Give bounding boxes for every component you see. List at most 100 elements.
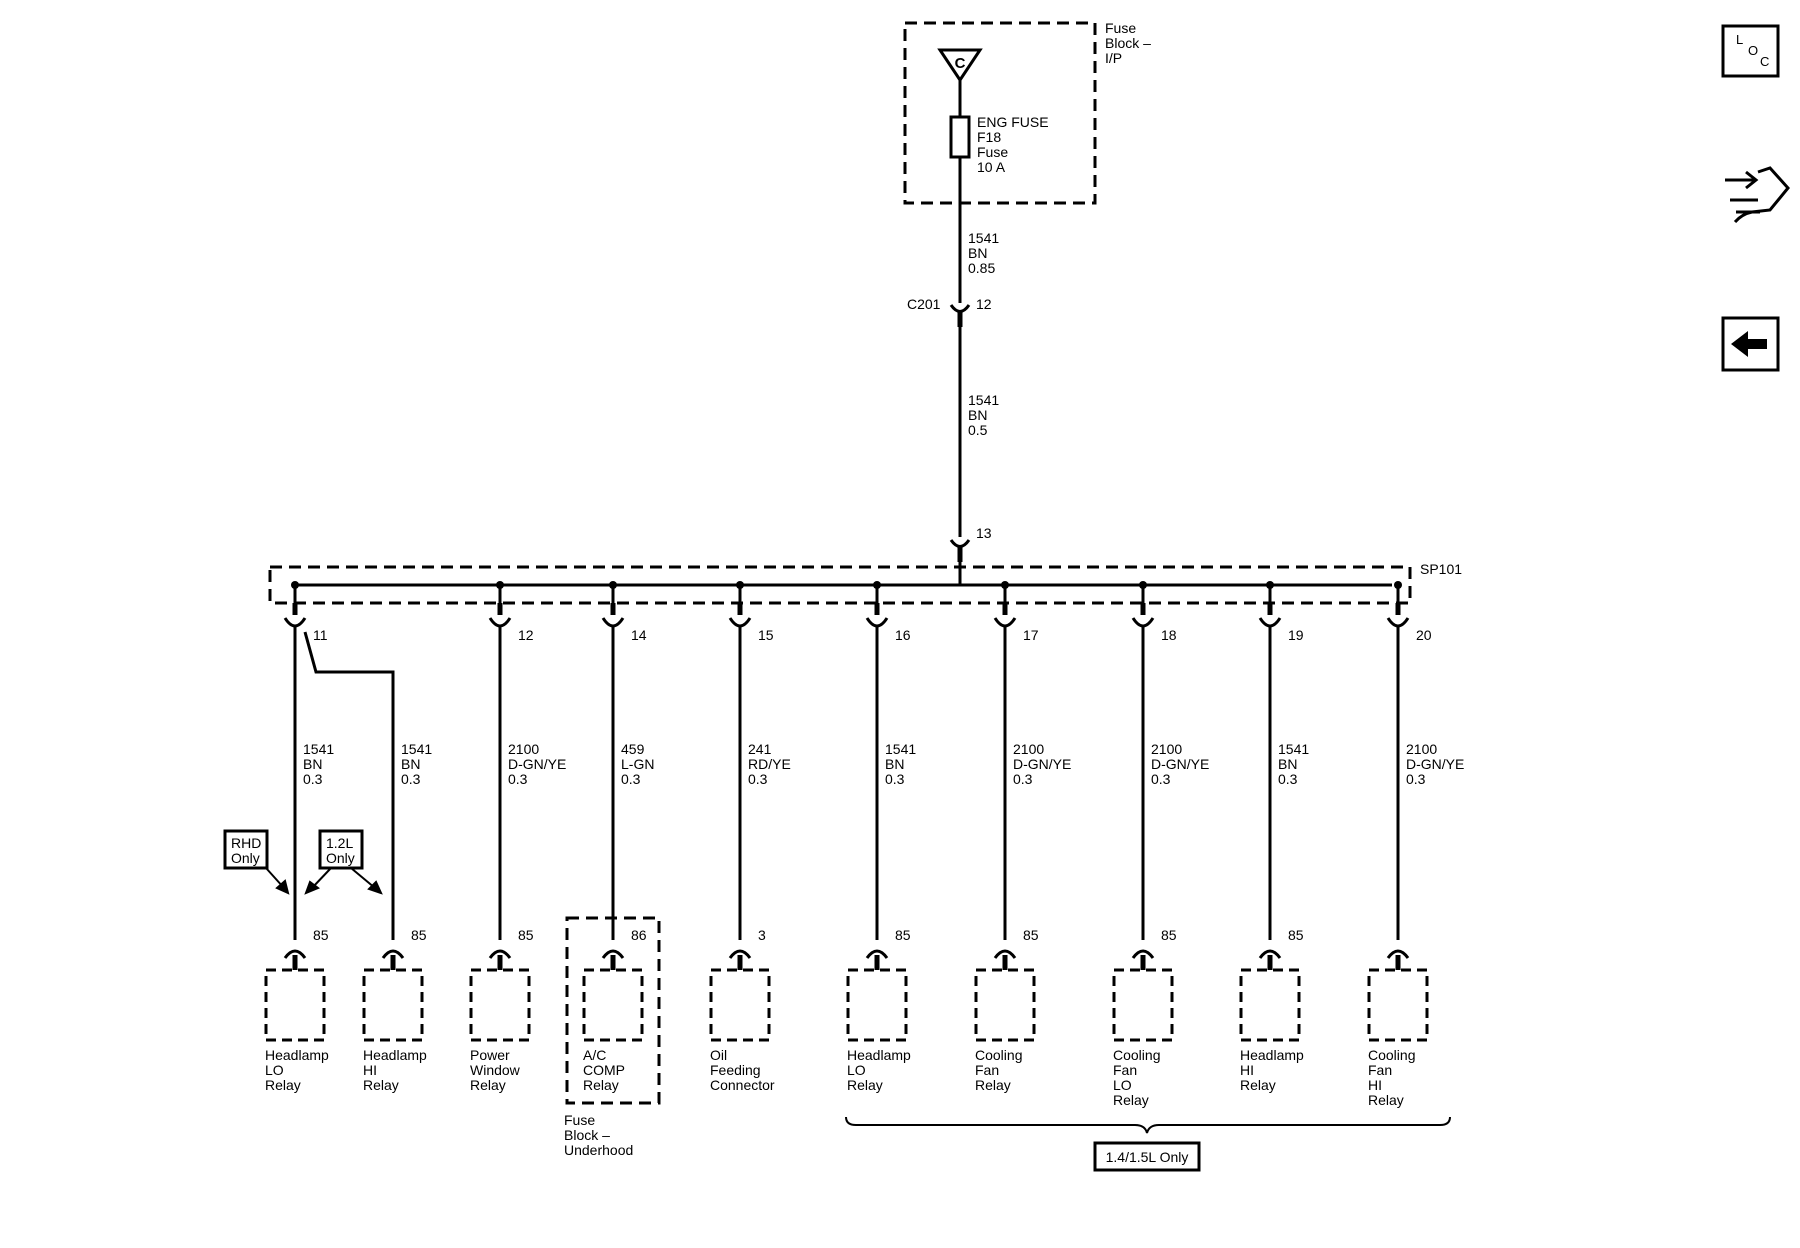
wire-circuit-label: 1541 [401, 741, 432, 757]
branch-pin-label: 20 [1416, 627, 1432, 643]
connector-c201-pin: 12 [976, 296, 992, 312]
svg-text:Underhood: Underhood [564, 1142, 633, 1158]
svg-text:BN: BN [968, 245, 987, 261]
svg-text:F18: F18 [977, 129, 1001, 145]
wire-size-label: 0.3 [401, 771, 421, 787]
component-label-line: Window [470, 1062, 521, 1078]
svg-text:1.2L: 1.2L [326, 835, 353, 851]
bus-triangle-icon [937, 48, 983, 83]
wire-color-label: D-GN/YE [1406, 756, 1464, 772]
branch-connector-symbol [728, 617, 752, 628]
wire-color-label: BN [303, 756, 322, 772]
location-icon[interactable]: L O C [1721, 24, 1780, 78]
svg-text:1541: 1541 [968, 230, 999, 246]
svg-text:C: C [1760, 54, 1769, 69]
terminal-connector-symbol [601, 949, 625, 959]
wire-size-label: 0.3 [303, 771, 323, 787]
svg-text:BN: BN [968, 407, 987, 423]
wire-circuit-label: 2100 [1406, 741, 1437, 757]
terminal-pin-label: 85 [518, 927, 534, 943]
terminal-pin-label: 85 [1023, 927, 1039, 943]
wire-color-label: D-GN/YE [1013, 756, 1071, 772]
svg-text:Fuse: Fuse [977, 144, 1008, 160]
svg-text:0.85: 0.85 [968, 260, 995, 276]
component-label-line: Oil [710, 1047, 727, 1063]
svg-text:Block –: Block – [1105, 35, 1151, 51]
branch-connector-symbol [1386, 617, 1410, 628]
connector-views-icon[interactable] [1725, 166, 1790, 224]
component-label-line: HI [1368, 1077, 1382, 1093]
fuse-symbol [949, 115, 971, 159]
component-label-line: LO [847, 1062, 866, 1078]
terminal-pin-label: 85 [411, 927, 427, 943]
component-label-line: Headlamp [363, 1047, 427, 1063]
branch-connector-symbol [488, 617, 512, 628]
branch-pin-label: 18 [1161, 627, 1177, 643]
branch-pin-label: 11 [313, 627, 328, 643]
component-label-line: Relay [1240, 1077, 1276, 1093]
component-outline [1239, 968, 1301, 1042]
wire-circuit-label: 459 [621, 741, 645, 757]
component-label-line: Relay [975, 1077, 1011, 1093]
fuse-label: ENG FUSE F18 Fuse 10 A [977, 114, 1049, 175]
wire-size-label: 0.3 [621, 771, 641, 787]
terminal-pin-label: 85 [313, 927, 329, 943]
branch-connector-symbol [283, 617, 307, 628]
component-label-line: Cooling [975, 1047, 1022, 1063]
wire-circuit-label: 1541 [303, 741, 334, 757]
component-label-line: Fan [975, 1062, 999, 1078]
terminal-pin-label: 86 [631, 927, 647, 943]
splice-input-pin: 13 [976, 525, 992, 541]
fuse-block-ip-label: Fuse Block – I/P [1105, 20, 1151, 66]
component-label-line: Cooling [1368, 1047, 1415, 1063]
svg-text:Fuse: Fuse [564, 1112, 595, 1128]
wire-color-label: BN [1278, 756, 1297, 772]
component-label-line: Feeding [710, 1062, 761, 1078]
wire-color-label: L-GN [621, 756, 654, 772]
back-arrow-icon[interactable] [1721, 316, 1780, 372]
branch-pin-label: 15 [758, 627, 774, 643]
splice-label: SP101 [1420, 561, 1462, 577]
branch-pin-label: 17 [1023, 627, 1039, 643]
svg-text:RHD: RHD [231, 835, 261, 851]
component-label-line: Relay [583, 1077, 619, 1093]
upper-wire-1-label: 1541 BN 0.85 [968, 230, 999, 276]
wire-circuit-label: 2100 [1013, 741, 1044, 757]
terminal-connector-symbol [381, 949, 405, 959]
svg-text:0.5: 0.5 [968, 422, 988, 438]
component-label-line: Relay [1113, 1092, 1149, 1108]
wire-color-label: D-GN/YE [1151, 756, 1209, 772]
svg-text:10 A: 10 A [977, 159, 1006, 175]
wire-color-label: D-GN/YE [508, 756, 566, 772]
svg-text:Only: Only [231, 850, 260, 866]
component-label-line: HI [1240, 1062, 1254, 1078]
wire-size-label: 0.3 [1151, 771, 1171, 787]
branch-connector-symbol [601, 617, 625, 628]
branch-connector-symbol [1258, 617, 1282, 628]
l12-only-note: 1.2L Only [318, 829, 364, 870]
fuse-block-ip-outline [903, 21, 1097, 205]
branch-connector-symbol [865, 617, 889, 628]
wire-size-label: 0.3 [748, 771, 768, 787]
wire-circuit-label: 2100 [508, 741, 539, 757]
branch-wire [303, 631, 395, 940]
terminal-connector-symbol [993, 949, 1017, 959]
fuse-block-underhood-label: Fuse Block – Underhood [564, 1112, 633, 1158]
wire-size-label: 0.3 [1278, 771, 1298, 787]
component-outline [264, 968, 326, 1042]
branch-pin-label: 12 [518, 627, 534, 643]
wire-circuit-label: 241 [748, 741, 772, 757]
splice-sp101-outline [268, 565, 1412, 605]
component-label-line: Cooling [1113, 1047, 1160, 1063]
engine-group-note: 1.4/1.5L Only [1093, 1141, 1201, 1172]
component-label-line: HI [363, 1062, 377, 1078]
